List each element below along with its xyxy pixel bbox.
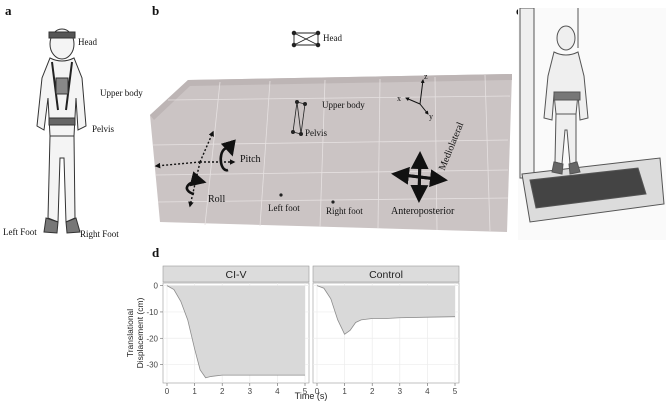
upper-body-sensor-icon: [290, 100, 307, 137]
axes-icon: [405, 79, 429, 115]
y-tick-label-3: -30: [146, 361, 158, 370]
facet-title-1: Control: [369, 269, 403, 281]
x-tick-label-0-3: 3: [248, 387, 253, 396]
area-series-0: [167, 285, 305, 378]
x-tick-label-0-2: 2: [220, 387, 225, 396]
b-label-left-foot: Left foot: [268, 203, 300, 213]
b-label-right-foot: Right foot: [326, 206, 363, 216]
axis-label-y: y: [429, 112, 433, 121]
b-label-pelvis: Pelvis: [305, 128, 328, 138]
b-label-upper-body: Upper body: [322, 100, 365, 110]
y-tick-label-2: -20: [146, 334, 158, 343]
roll-rotation-icon: [185, 171, 207, 196]
facet-strip-1: [312, 265, 460, 283]
x-tick-label-0-1: 1: [192, 387, 197, 396]
x-tick-label-0-4: 4: [275, 387, 280, 396]
left-foot-sensor: [279, 193, 283, 197]
b-label-roll: Roll: [208, 194, 226, 205]
b-label-anteroposterior: Anteroposterior: [391, 206, 455, 217]
b-label-head: Head: [323, 33, 342, 43]
x-tick-label-1-2: 2: [370, 387, 375, 396]
facet-title-0: CI-V: [226, 269, 247, 281]
axis-label-x: x: [397, 94, 401, 103]
label-pelvis: Pelvis: [92, 124, 115, 134]
right-foot-sensor: [331, 200, 335, 204]
label-right-foot: Right Foot: [80, 229, 119, 239]
label-head: Head: [78, 37, 97, 47]
direction-cross-icon: [391, 151, 448, 203]
x-tick-label-0-5: 5: [303, 387, 308, 396]
label-upper-body: Upper body: [100, 88, 143, 98]
x-tick-label-1-5: 5: [453, 387, 458, 396]
line-series-1: [316, 285, 456, 335]
y-axis-title-line-2: Displacement (cm): [135, 297, 145, 368]
y-axis-title-line-1: Translational: [125, 309, 135, 357]
line-series-0: [166, 285, 305, 379]
area-series-1: [317, 285, 455, 335]
label-left-foot: Left Foot: [3, 227, 37, 237]
facet-strip-0: [162, 265, 310, 283]
x-tick-label-1-3: 3: [398, 387, 403, 396]
panel-letter-b: b: [152, 3, 160, 18]
x-axis-title: Time (s): [295, 391, 328, 401]
pitch-roll-arrows-icon: [154, 130, 236, 208]
sensor-diagram: [150, 30, 512, 232]
head-sensor-icon: [291, 30, 321, 48]
treadmill-photo: [518, 8, 666, 240]
panel-letter-d: d: [152, 245, 160, 260]
x-tick-label-0-0: 0: [165, 387, 170, 396]
b-label-pitch: Pitch: [240, 154, 261, 165]
person-figure-back-view: [36, 28, 87, 234]
pitch-rotation-icon: [219, 139, 236, 172]
panel-letter-a: a: [5, 3, 12, 18]
axis-label-z: z: [424, 72, 428, 81]
x-tick-label-1-1: 1: [342, 387, 347, 396]
y-tick-label-0: 0: [154, 282, 159, 291]
x-tick-label-1-0: 0: [315, 387, 320, 396]
y-tick-label-1: -10: [146, 308, 158, 317]
x-tick-label-1-4: 4: [425, 387, 430, 396]
